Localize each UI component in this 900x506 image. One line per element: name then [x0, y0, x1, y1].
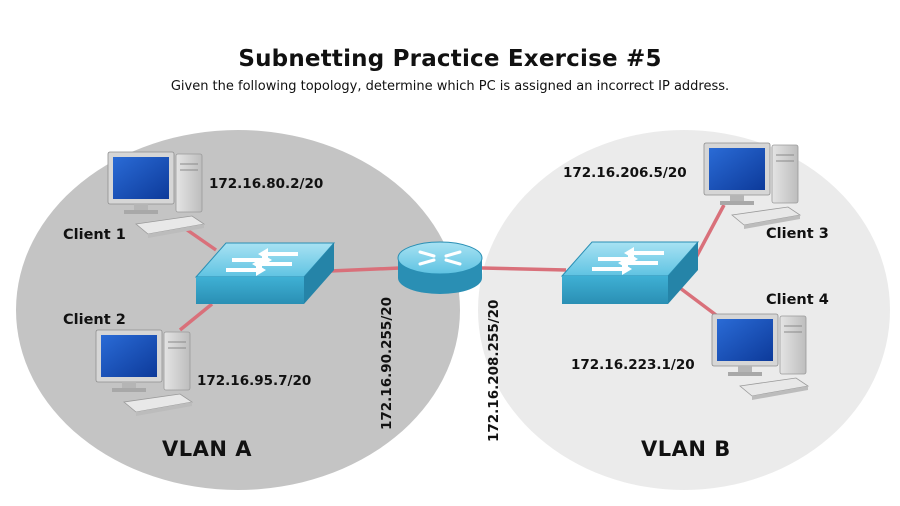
- page-subtitle: Given the following topology, determine …: [170, 79, 730, 94]
- client-2-ip: 172.16.95.7/20: [197, 373, 312, 389]
- router-interface-a-ip: 172.16.90.255/20: [379, 296, 395, 430]
- client-4-label: Client 4: [766, 292, 829, 308]
- vlan-b-label: VLAN B: [641, 437, 731, 461]
- client-1-label: Client 1: [63, 227, 126, 243]
- client-2-label: Client 2: [63, 312, 126, 328]
- router-interface-b-ip: 172.16.208.255/20: [486, 299, 502, 442]
- router: [397, 241, 483, 294]
- client-2-pc: [95, 329, 194, 416]
- vlan-a-area: [16, 130, 460, 490]
- page-title: Subnetting Practice Exercise #5: [238, 46, 662, 72]
- link-router-switch-b: [481, 266, 567, 272]
- client-3-pc: [703, 142, 802, 229]
- vlan-b-area: [478, 130, 890, 490]
- links: [178, 204, 738, 332]
- client-4-pc: [711, 313, 810, 400]
- client-1-pc: [107, 151, 206, 238]
- client-3-ip: 172.16.206.5/20: [563, 165, 687, 181]
- client-1-ip: 172.16.80.2/20: [209, 176, 324, 192]
- link-switch-a-router: [329, 266, 401, 273]
- switch-a: [194, 242, 336, 304]
- client-3-label: Client 3: [766, 226, 829, 242]
- client-4-ip: 172.16.223.1/20: [571, 357, 695, 373]
- switch-b: [560, 241, 700, 304]
- link-client2-switch-a: [178, 302, 214, 332]
- vlan-a-label: VLAN A: [162, 437, 253, 461]
